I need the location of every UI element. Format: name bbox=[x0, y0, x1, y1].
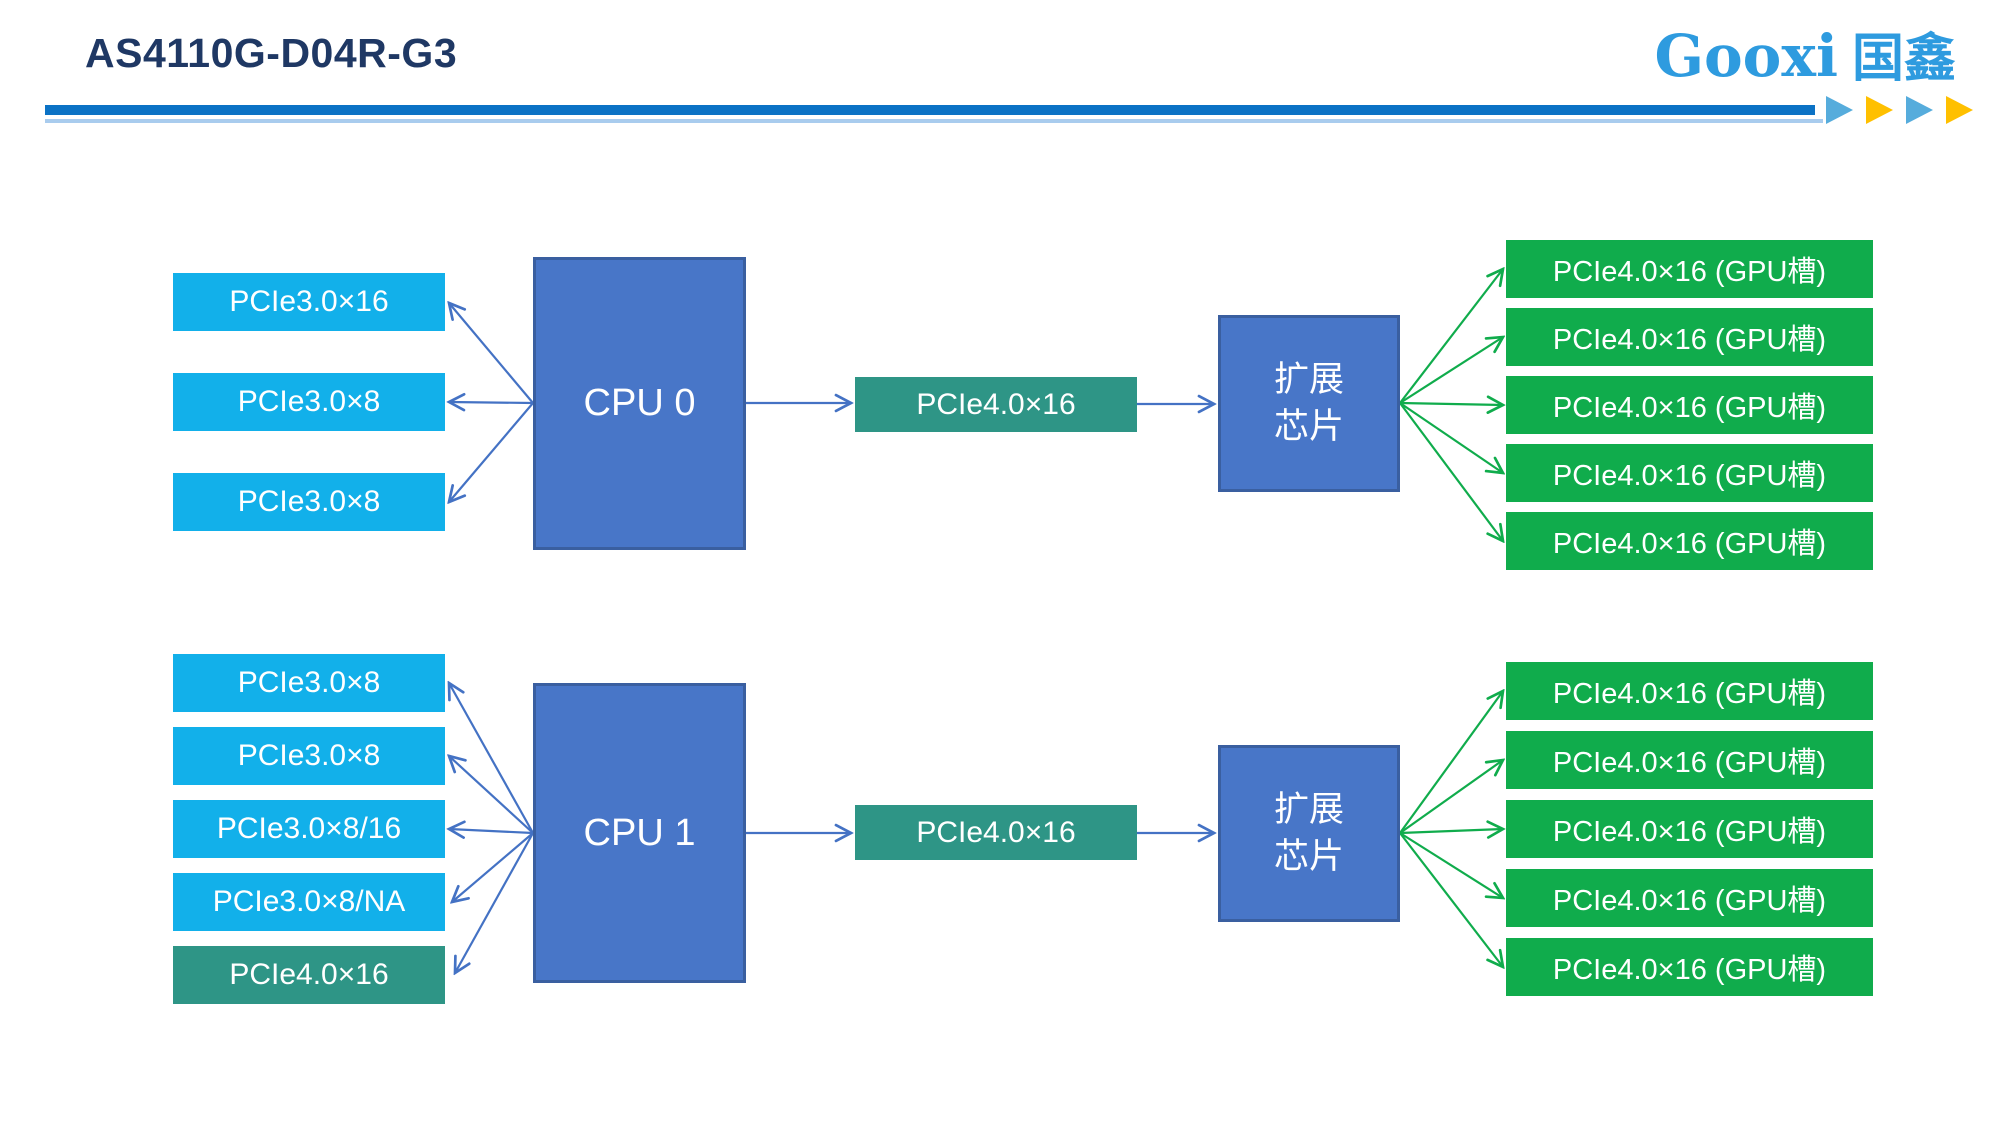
slot-cpu1-pcie3x8-16: PCIe3.0×8/16 bbox=[173, 800, 445, 858]
slot-cpu1-pcie4x16: PCIe4.0×16 bbox=[173, 946, 445, 1004]
slot-cpu0-pcie3x8-a: PCIe3.0×8 bbox=[173, 373, 445, 431]
cpu0-right-arrows bbox=[746, 403, 1214, 404]
gpu-slot: PCIe4.0×16 (GPU槽) bbox=[1506, 869, 1873, 927]
header-accent-bar-light bbox=[45, 119, 1823, 123]
page-title: AS4110G-D04R-G3 bbox=[85, 30, 458, 76]
gpu-slot: PCIe4.0×16 (GPU槽) bbox=[1506, 512, 1873, 570]
expander-chip-top-line1: 扩展 bbox=[1273, 360, 1344, 400]
logo-triangles bbox=[1826, 96, 1973, 124]
slot-cpu1-pcie3x8-b: PCIe3.0×8 bbox=[173, 727, 445, 785]
triangle-icon bbox=[1826, 96, 1853, 124]
expander-chip-bottom: 扩展 芯片 bbox=[1218, 745, 1400, 922]
cpu0-left-arrows bbox=[449, 303, 534, 502]
gpu-slot: PCIe4.0×16 (GPU槽) bbox=[1506, 240, 1873, 298]
gpu-slot: PCIe4.0×16 (GPU槽) bbox=[1506, 376, 1873, 434]
gpu-slot: PCIe4.0×16 (GPU槽) bbox=[1506, 308, 1873, 366]
gpu-slot: PCIe4.0×16 (GPU槽) bbox=[1506, 938, 1873, 996]
link-cpu0-pcie4x16: PCIe4.0×16 bbox=[855, 377, 1137, 432]
gpu-slot: PCIe4.0×16 (GPU槽) bbox=[1506, 662, 1873, 720]
triangle-icon bbox=[1946, 96, 1973, 124]
triangle-icon bbox=[1906, 96, 1933, 124]
gooxi-logo: Gooxi 国鑫 bbox=[1654, 16, 1956, 91]
slot-cpu1-pcie3x8-a: PCIe3.0×8 bbox=[173, 654, 445, 712]
expander-chip-top: 扩展 芯片 bbox=[1218, 315, 1400, 492]
gpu-slot: PCIe4.0×16 (GPU槽) bbox=[1506, 731, 1873, 789]
triangle-icon bbox=[1866, 96, 1893, 124]
header-accent-bar bbox=[45, 105, 1815, 115]
expander1-gpu-arrows bbox=[1399, 691, 1503, 967]
slot-cpu0-pcie3x16: PCIe3.0×16 bbox=[173, 273, 445, 331]
logo-latin-text: Gooxi bbox=[1654, 22, 1838, 90]
cpu1-left-arrows bbox=[449, 683, 534, 973]
cpu0-box: CPU 0 bbox=[533, 257, 746, 550]
gpu-slot: PCIe4.0×16 (GPU槽) bbox=[1506, 444, 1873, 502]
expander-chip-top-line2: 芯片 bbox=[1273, 406, 1344, 446]
gpu-slot: PCIe4.0×16 (GPU槽) bbox=[1506, 800, 1873, 858]
slot-cpu1-pcie3x8-na: PCIe3.0×8/NA bbox=[173, 873, 445, 931]
expander-chip-bottom-line1: 扩展 bbox=[1273, 790, 1344, 830]
expander-chip-bottom-line2: 芯片 bbox=[1273, 836, 1344, 876]
slot-cpu0-pcie3x8-b: PCIe3.0×8 bbox=[173, 473, 445, 531]
expander0-gpu-arrows bbox=[1399, 269, 1503, 541]
link-cpu1-pcie4x16: PCIe4.0×16 bbox=[855, 805, 1137, 860]
logo-cjk-text: 国鑫 bbox=[1851, 30, 1956, 88]
cpu1-box: CPU 1 bbox=[533, 683, 746, 983]
